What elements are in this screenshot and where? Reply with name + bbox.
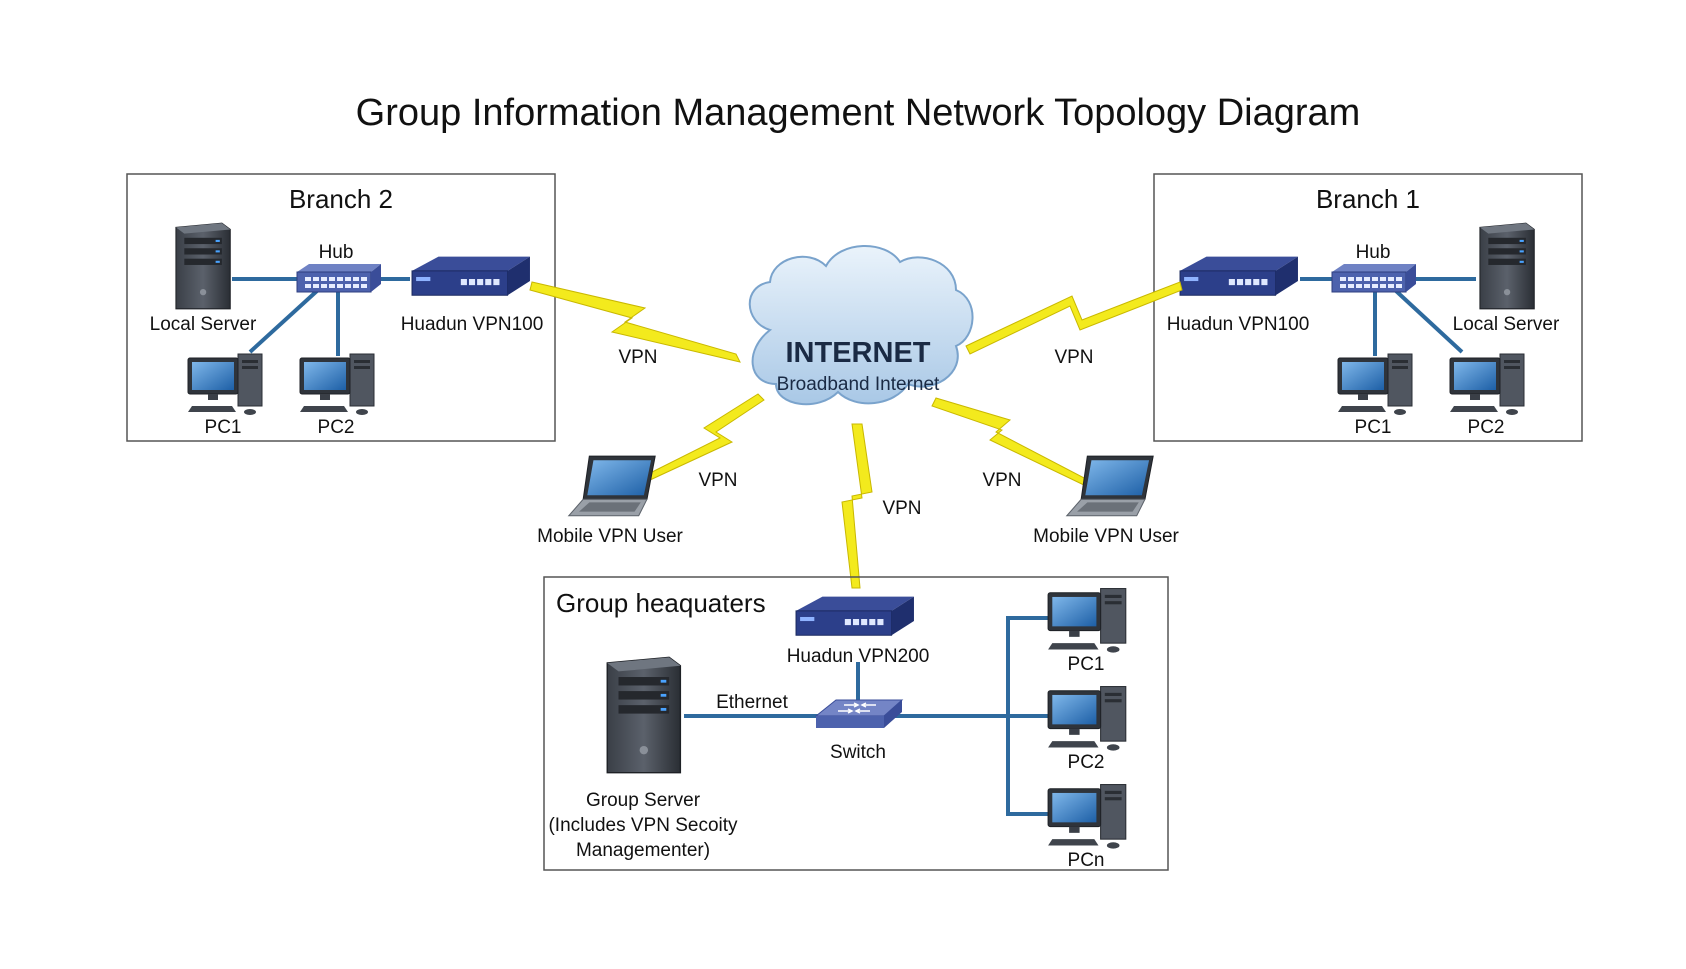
- wire-b1-hub-pc2: [1393, 288, 1464, 354]
- mobile-right-label: Mobile VPN User: [1033, 526, 1179, 547]
- vpn-label-mobile-right: VPN: [982, 470, 1021, 491]
- diagram-title: Group Information Management Network Top…: [356, 92, 1361, 134]
- internet-title: INTERNET: [786, 337, 931, 369]
- cloud-icon: [748, 245, 974, 406]
- hq-switch-label: Switch: [830, 742, 886, 763]
- b1-vpn-device-label: Huadun VPN100: [1167, 314, 1310, 335]
- branch-1-group: Branch 1 Hub Huadun VPN100 Local Server …: [1153, 173, 1583, 442]
- vpn-bolt-branch1: [965, 281, 1183, 355]
- branch-1-title: Branch 1: [1316, 184, 1420, 214]
- b2-hub-icon: [296, 263, 382, 293]
- hq-server-icon: [606, 656, 682, 774]
- hq-ethernet-label: Ethernet: [716, 692, 789, 713]
- hq-server-label-3: Managementer): [576, 840, 710, 861]
- hq-pc1-label: PC1: [1068, 654, 1105, 675]
- hq-pc2-icon: [1047, 686, 1127, 752]
- branch-2-title: Branch 2: [289, 184, 393, 214]
- vpn-label-hq: VPN: [882, 498, 921, 519]
- wire-b2-hub-pc1: [248, 288, 320, 354]
- b2-vpn-router-icon: [411, 256, 531, 296]
- hq-server-label-2: (Includes VPN Secoity: [548, 815, 738, 836]
- b1-server-icon: [1479, 222, 1535, 310]
- b1-hub-icon: [1331, 263, 1417, 293]
- hq-group: Group heaquaters Huadun VPN200 Ethernet …: [543, 576, 1169, 871]
- b2-vpn-device-label: Huadun VPN100: [401, 314, 544, 335]
- vpn-label-mobile-left: VPN: [698, 470, 737, 491]
- internet-subtitle: Broadband Internet: [777, 374, 940, 395]
- b2-server-label: Local Server: [150, 314, 257, 335]
- b2-pc2-label: PC2: [318, 417, 355, 438]
- vpn-bolt-hq: [841, 423, 873, 589]
- hq-pcn-icon: [1047, 784, 1127, 850]
- b1-vpn-router-icon: [1179, 256, 1299, 296]
- b2-pc2-icon: [299, 353, 375, 416]
- b1-pc1-icon: [1337, 353, 1413, 416]
- b1-pc2-label: PC2: [1468, 417, 1505, 438]
- hq-box: [543, 576, 1169, 871]
- mobile-left-label: Mobile VPN User: [537, 526, 683, 547]
- hq-pc1-icon: [1047, 588, 1127, 654]
- hq-pcn-label: PCn: [1068, 850, 1105, 871]
- hq-vpn-router-icon: [795, 596, 915, 636]
- wire-hq-pc-bus: [1006, 616, 1052, 816]
- mobile-left-laptop-icon: [568, 455, 656, 517]
- hq-server-label-1: Group Server: [586, 790, 701, 811]
- vpn-links: [529, 281, 1183, 589]
- vpn-label-branch1: VPN: [1054, 347, 1093, 368]
- hq-pc2-label: PC2: [1068, 752, 1105, 773]
- vpn-label-branch2: VPN: [618, 347, 657, 368]
- b2-server-icon: [175, 222, 231, 310]
- mobile-right-laptop-icon: [1066, 455, 1154, 517]
- vpn-bolt-mobile-left: [647, 393, 765, 481]
- internet-cloud: INTERNET Broadband Internet: [748, 245, 974, 406]
- b2-pc1-icon: [187, 353, 263, 416]
- hq-switch-icon: [815, 699, 903, 729]
- b1-hub-label: Hub: [1356, 242, 1391, 263]
- b2-hub-label: Hub: [319, 242, 354, 263]
- branch-2-group: Branch 2 Hub Local Server Huadun VPN100 …: [126, 173, 556, 442]
- branch-2-box: [126, 173, 556, 442]
- hq-title: Group heaquaters: [556, 588, 766, 618]
- vpn-bolt-branch2: [529, 281, 741, 363]
- b2-pc1-label: PC1: [205, 417, 242, 438]
- b1-pc2-icon: [1449, 353, 1525, 416]
- branch-1-box: [1153, 173, 1583, 442]
- b1-server-label: Local Server: [1453, 314, 1560, 335]
- hq-vpn-device-label: Huadun VPN200: [787, 646, 930, 667]
- b1-pc1-label: PC1: [1355, 417, 1392, 438]
